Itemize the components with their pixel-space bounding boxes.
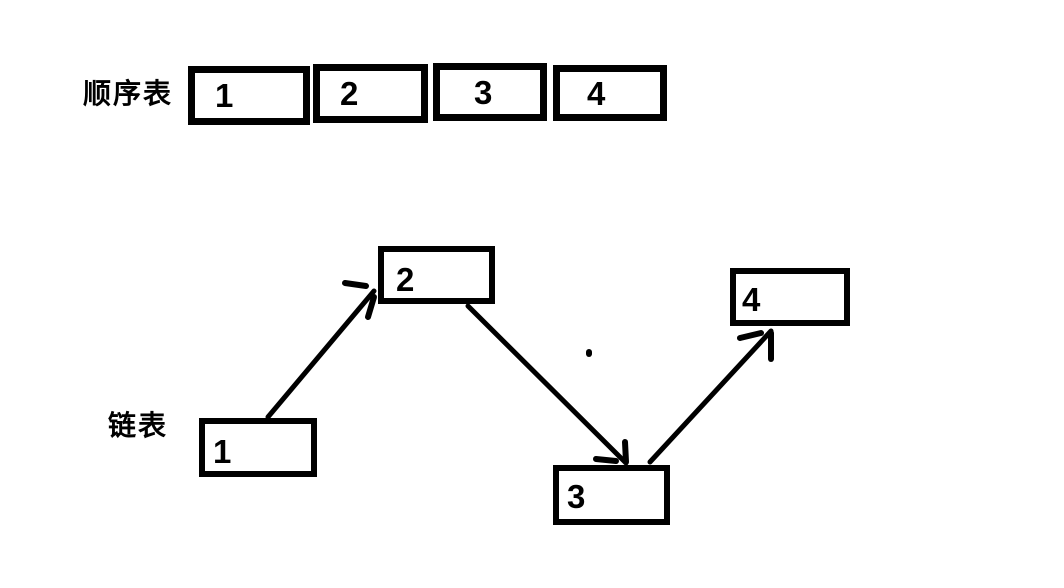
array-cell-3-value: 3 — [474, 73, 493, 111]
linked-node-1: 1 — [199, 418, 317, 477]
linked-node-2-value: 2 — [396, 261, 415, 298]
sequential-list-label: 顺序表 — [83, 78, 174, 109]
linked-node-4-value: 4 — [742, 281, 761, 318]
array-cell-2: 2 — [313, 64, 428, 123]
arrow-node3-to-node4-icon — [647, 328, 774, 465]
array-cell-3: 3 — [433, 63, 547, 121]
linked-node-3-value: 3 — [567, 478, 586, 515]
linked-node-1-value: 1 — [213, 433, 232, 470]
array-cell-1-value: 1 — [215, 77, 234, 114]
arrow-node2-to-node3-icon — [465, 303, 629, 466]
array-cell-1: 1 — [188, 66, 310, 125]
linked-node-2: 2 — [378, 246, 495, 304]
arrow-node1-to-node2-icon — [265, 280, 377, 420]
array-cell-4: 4 — [553, 65, 667, 121]
linked-list-label: 链表 — [108, 410, 169, 441]
stray-ink-dot — [586, 349, 592, 357]
array-cell-4-value: 4 — [587, 74, 606, 112]
linked-node-4: 4 — [730, 268, 850, 326]
array-cell-2-value: 2 — [340, 75, 359, 112]
linked-node-3: 3 — [553, 465, 670, 525]
